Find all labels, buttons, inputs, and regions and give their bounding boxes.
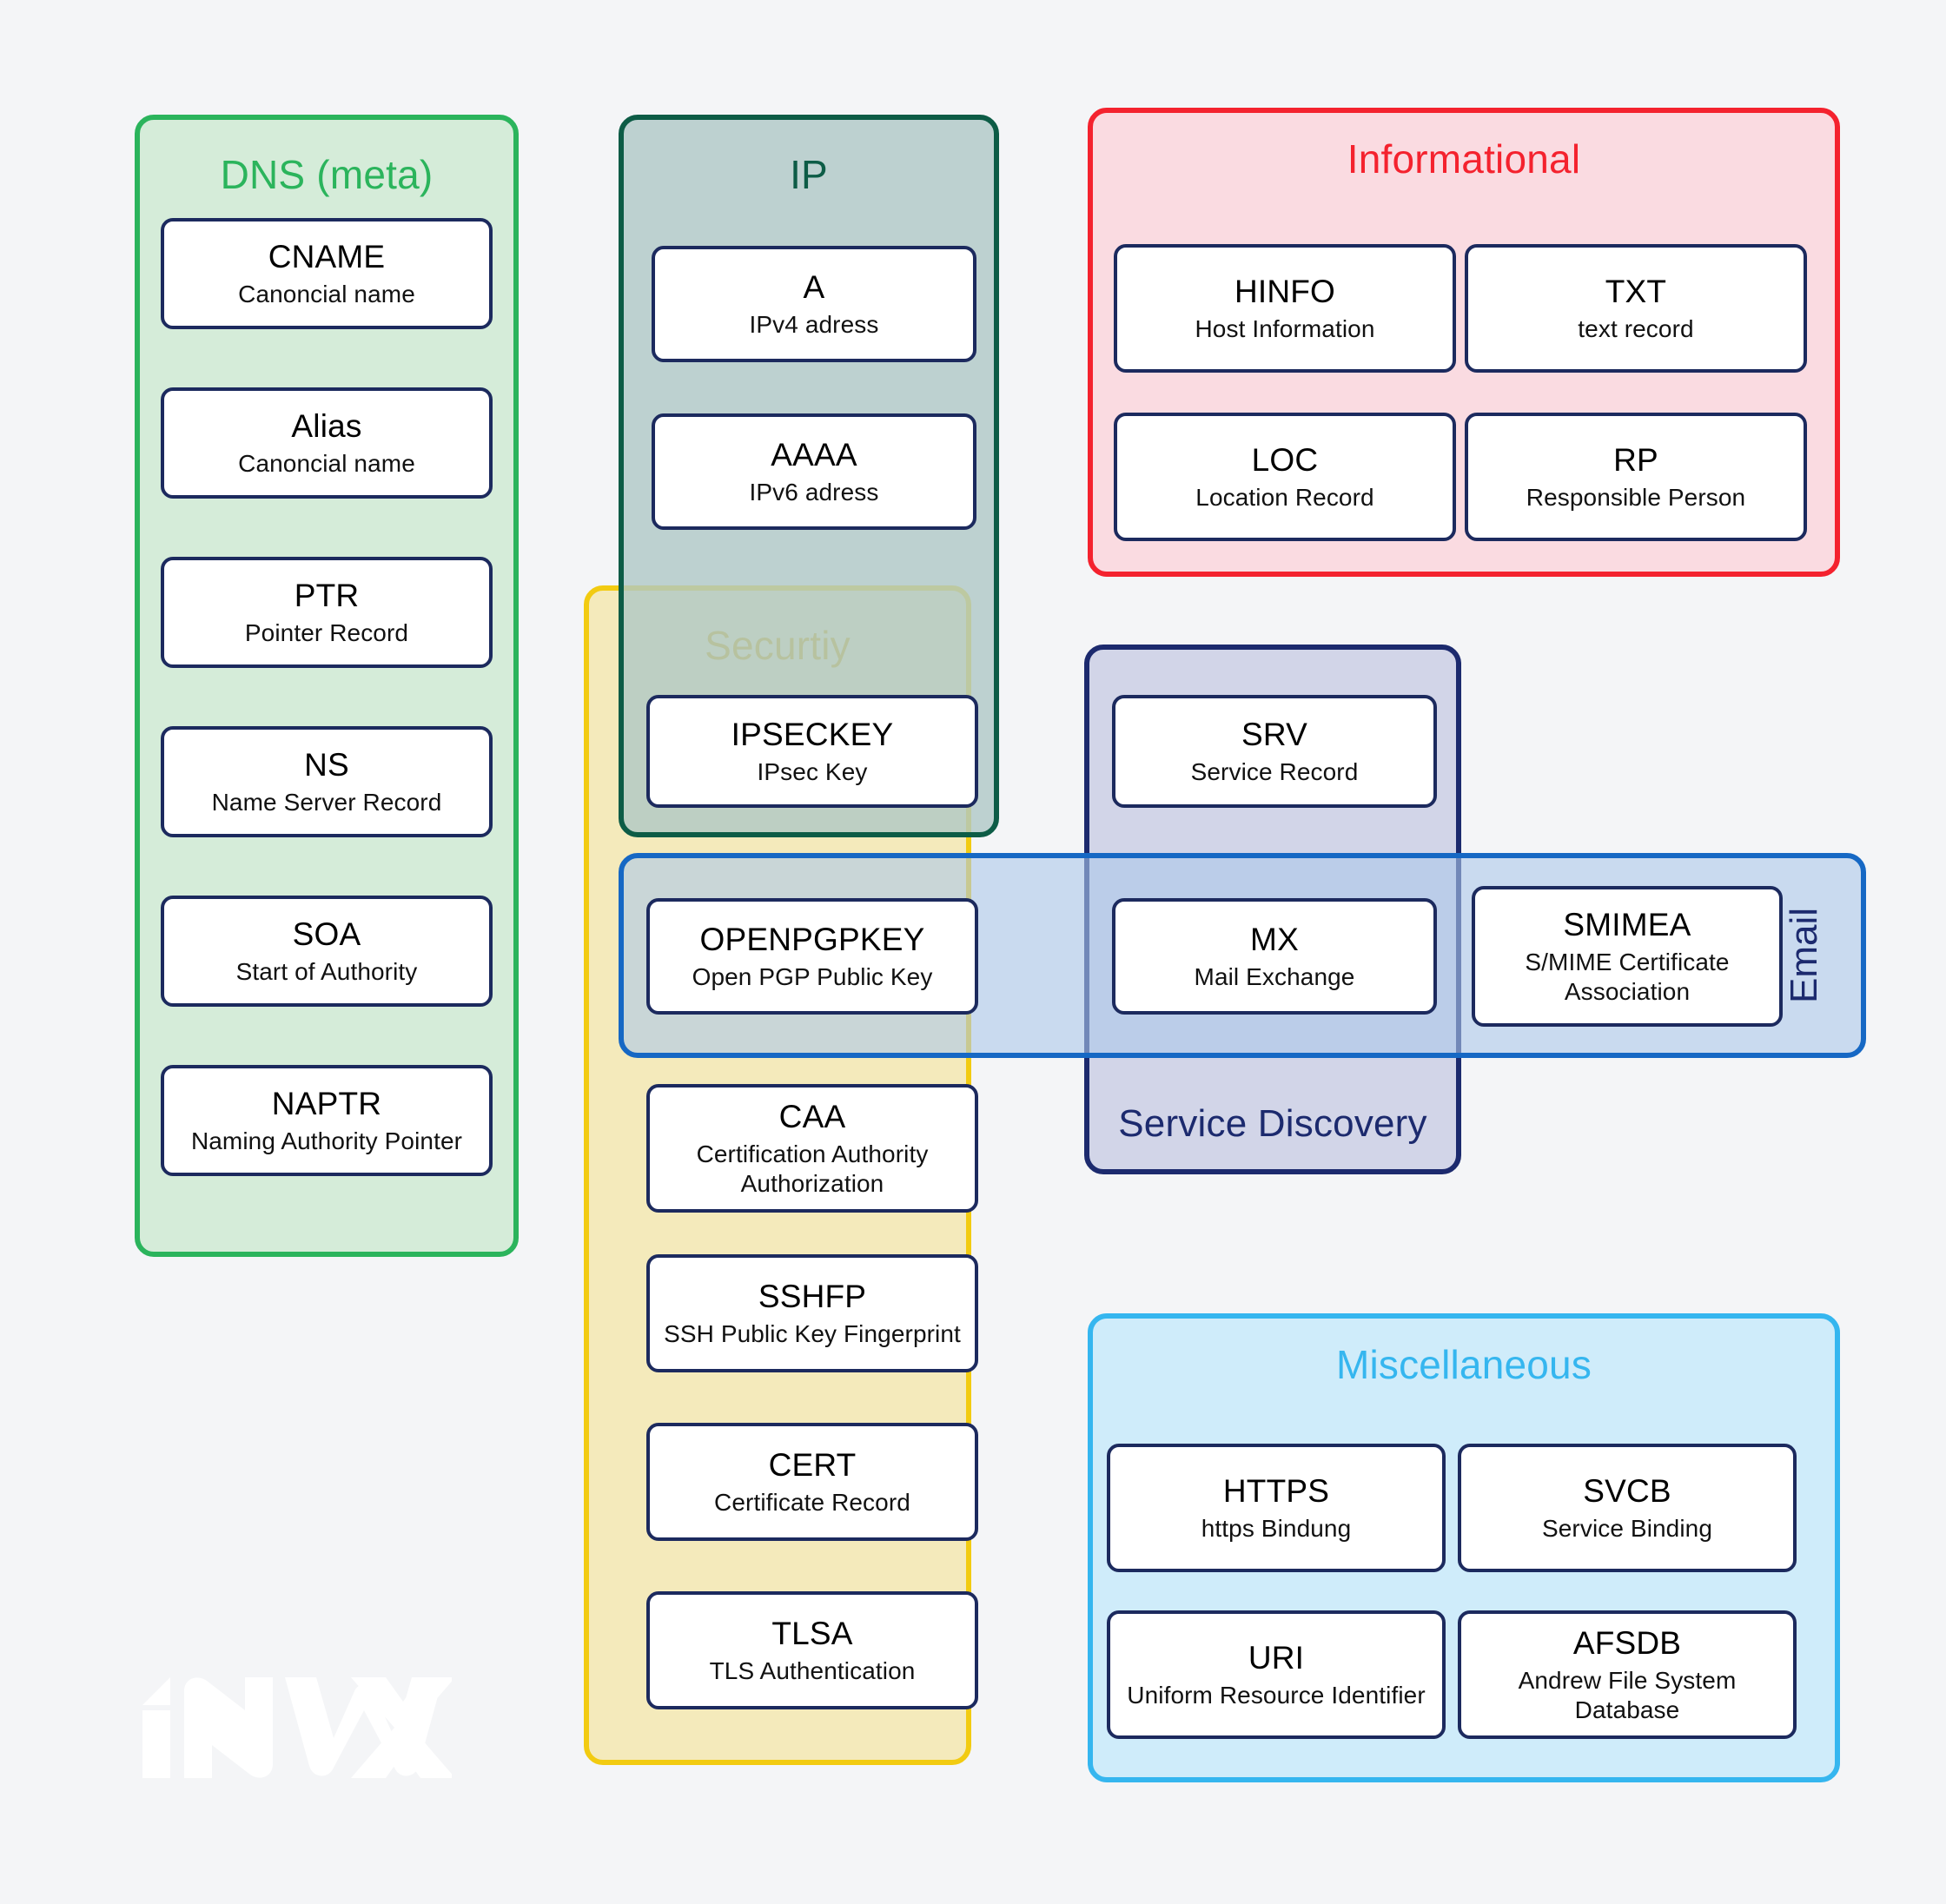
record-description: Name Server Record [211, 788, 442, 816]
record-code: A [803, 269, 825, 306]
record-code: HTTPS [1222, 1473, 1330, 1510]
record-code: TXT [1605, 274, 1667, 310]
record-description: SSH Public Key Fingerprint [664, 1319, 961, 1347]
record-description: Certificate Record [714, 1488, 910, 1516]
record-card-cname[interactable]: CNAME Canoncial name [161, 218, 493, 329]
record-description: Service Record [1190, 757, 1359, 785]
record-card-loc[interactable]: LOC Location Record [1114, 413, 1456, 541]
record-description: S/MIME Certificate Association [1525, 948, 1730, 1005]
record-code: CERT [768, 1447, 857, 1484]
record-code: SVCB [1583, 1473, 1671, 1510]
record-code: URI [1248, 1640, 1305, 1676]
group-informational-title: Informational [1347, 136, 1581, 182]
record-card-txt[interactable]: TXT text record [1465, 244, 1807, 373]
record-card-afsdb[interactable]: AFSDB Andrew File System Database [1458, 1610, 1797, 1739]
record-code: PTR [294, 578, 360, 614]
record-card-ptr[interactable]: PTR Pointer Record [161, 557, 493, 668]
record-description: IPv4 adress [749, 310, 879, 338]
record-card-alias[interactable]: Alias Canoncial name [161, 387, 493, 499]
group-ip-title: IP [790, 152, 828, 197]
record-card-ipseckey[interactable]: IPSECKEY IPsec Key [646, 695, 978, 808]
group-dns-meta-title: DNS (meta) [220, 152, 434, 197]
record-card-hinfo[interactable]: HINFO Host Information [1114, 244, 1456, 373]
group-miscellaneous-title: Miscellaneous [1335, 1342, 1592, 1387]
record-card-aaaa[interactable]: AAAA IPv6 adress [652, 413, 976, 530]
record-card-https[interactable]: HTTPS https Bindung [1107, 1444, 1446, 1572]
record-code: HINFO [1234, 274, 1336, 310]
record-code: LOC [1251, 442, 1319, 479]
record-card-caa[interactable]: CAA Certification Authority Authorizatio… [646, 1084, 978, 1213]
record-description: Mail Exchange [1194, 962, 1355, 990]
record-code: TLSA [771, 1616, 853, 1652]
record-code: Alias [291, 408, 362, 445]
group-email-title: Email [1782, 907, 1825, 1004]
record-code: IPSECKEY [731, 717, 894, 753]
record-card-soa[interactable]: SOA Start of Authority [161, 896, 493, 1007]
record-card-mx[interactable]: MX Mail Exchange [1112, 898, 1437, 1015]
record-description: IPv6 adress [749, 478, 879, 506]
record-code: RP [1613, 442, 1658, 479]
inwx-logo-watermark [139, 1672, 455, 1789]
record-description: Open PGP Public Key [692, 962, 933, 990]
record-description: IPsec Key [757, 757, 868, 785]
record-card-sshfp[interactable]: SSHFP SSH Public Key Fingerprint [646, 1254, 978, 1372]
record-card-tlsa[interactable]: TLSA TLS Authentication [646, 1591, 978, 1709]
record-description: text record [1578, 314, 1694, 342]
record-code: SMIMEA [1563, 907, 1691, 943]
record-card-svcb[interactable]: SVCB Service Binding [1458, 1444, 1797, 1572]
record-code: NAPTR [271, 1086, 382, 1122]
record-code: AFSDB [1572, 1625, 1682, 1662]
record-code: SSHFP [758, 1279, 867, 1315]
record-description: Naming Authority Pointer [190, 1127, 463, 1154]
record-code: MX [1250, 922, 1299, 958]
record-description: Start of Authority [235, 957, 418, 985]
record-description: Andrew File System Database [1518, 1666, 1737, 1723]
record-description: Location Record [1195, 483, 1374, 511]
record-code: AAAA [771, 437, 857, 473]
record-description: Certification Authority Authorization [696, 1140, 929, 1197]
record-description: Service Binding [1541, 1514, 1713, 1542]
record-card-uri[interactable]: URI Uniform Resource Identifier [1107, 1610, 1446, 1739]
record-card-ns[interactable]: NS Name Server Record [161, 726, 493, 837]
record-code: CNAME [268, 239, 386, 275]
record-card-a[interactable]: A IPv4 adress [652, 246, 976, 362]
record-code: NS [304, 747, 349, 783]
record-description: Uniform Resource Identifier [1127, 1681, 1426, 1709]
record-description: Canoncial name [238, 449, 415, 477]
record-description: TLS Authentication [709, 1656, 916, 1684]
record-card-srv[interactable]: SRV Service Record [1112, 695, 1437, 808]
record-description: https Bindung [1201, 1514, 1352, 1542]
record-card-smimea[interactable]: SMIMEA S/MIME Certificate Association [1472, 886, 1783, 1027]
record-card-openpgpkey[interactable]: OPENPGPKEY Open PGP Public Key [646, 898, 978, 1015]
record-description: Pointer Record [244, 618, 409, 646]
record-code: SRV [1241, 717, 1307, 753]
record-description: Canoncial name [238, 280, 415, 307]
record-card-rp[interactable]: RP Responsible Person [1465, 413, 1807, 541]
record-code: SOA [292, 916, 361, 953]
record-description: Host Information [1195, 314, 1375, 342]
record-code: OPENPGPKEY [699, 922, 925, 958]
record-code: CAA [778, 1099, 846, 1135]
group-service-discovery-title: Service Discovery [1118, 1101, 1427, 1145]
record-description: Responsible Person [1526, 483, 1746, 511]
record-card-cert[interactable]: CERT Certificate Record [646, 1423, 978, 1541]
record-card-naptr[interactable]: NAPTR Naming Authority Pointer [161, 1065, 493, 1176]
